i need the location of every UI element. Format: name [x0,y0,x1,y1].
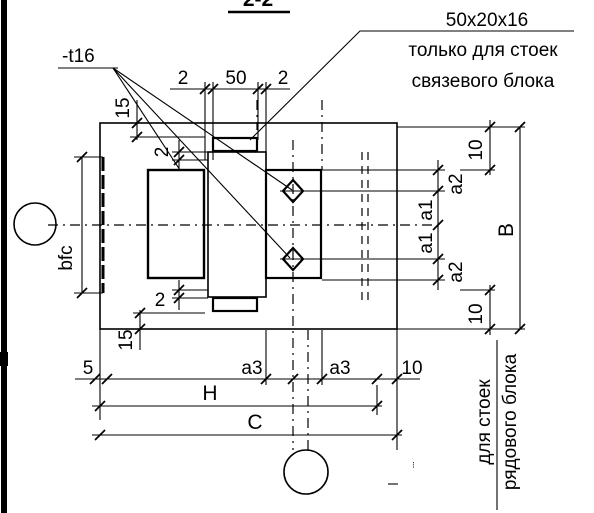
dim-a3-left: a3 [241,358,262,379]
frame-corner-mark [0,352,8,366]
tick-a-1 [432,164,444,176]
tick-2-lower-1 [173,284,185,296]
tick-C-right [391,429,403,441]
tick-15-top-1 [131,117,143,129]
tick-top-2 [207,83,219,95]
tick-B-top [514,121,526,133]
dim-10-bottom: 10 [466,303,487,324]
note-line-1: только для стоек [408,40,558,61]
plate-label: -t16 [62,46,95,67]
plate-leader-1 [112,67,181,171]
plate-leader-2 [112,67,293,191]
tick-2-upper-1 [173,146,185,158]
tick-a-5 [432,274,444,286]
stiffener-plate [207,151,267,298]
dim-C: C [247,411,262,434]
tick-a-4 [432,253,444,265]
tick-15-bottom-1 [134,307,146,319]
profile-bar-top [211,136,259,153]
tick-bottom-3 [260,373,272,385]
dim-bfc: bfc [56,245,77,270]
tick-2-lower-2 [173,292,185,304]
note-leader [249,30,400,141]
bolt-top [281,178,305,204]
dim-5: 5 [83,358,94,379]
tick-bfc-top [76,151,88,163]
section-title: 2-2 [243,0,273,11]
tick-H-left [94,400,106,412]
column-axis-circle-bottom [283,449,329,495]
profile-note: 50x20x16 [446,10,528,31]
dim-2-right: 2 [278,68,289,89]
tick-top-4 [260,83,272,95]
tick-top-1 [199,83,211,95]
tick-a-2 [432,185,444,197]
tick-15-bottom-2 [134,323,146,335]
tick-10-bottom-2 [484,323,496,335]
tick-bottom-1 [89,373,101,385]
tick-bottom-4 [287,373,299,385]
scan-speck: ⁝ [412,460,415,470]
tick-15-top-2 [131,131,143,143]
dim-a2-top: a2 [446,173,467,194]
dim-2-lower: 2 [155,290,166,311]
dim-15-top: 15 [113,97,134,118]
tick-C-left [94,429,106,441]
tick-bottom-2 [101,373,113,385]
tick-10-top-2 [484,164,496,176]
dim-a3-right: a3 [329,358,350,379]
tick-10-bottom-1 [484,284,496,296]
dim-B: B [495,223,518,237]
bolt-bottom [281,246,305,272]
tick-bottom-5 [316,373,328,385]
tick-top-3 [252,83,264,95]
tick-2-upper-2 [173,154,185,166]
dim-15-bottom: 15 [116,329,137,350]
tick-H-right [371,400,383,412]
dim-10-top: 10 [466,139,487,160]
column-axis-circle-left [13,202,57,246]
dim-10-right: 10 [401,358,422,379]
dim-50: 50 [225,68,246,89]
dim-a2-bottom: a2 [446,261,467,282]
base-plate-outline [99,122,398,330]
dim-a1-top: a1 [416,199,437,220]
dim-a1-bottom: a1 [416,232,437,253]
note-line-2: связевого блока [412,71,555,92]
plate-leader-3 [112,67,291,259]
column-web-block [146,168,206,280]
tick-bottom-6 [371,373,383,385]
side-note-line-2: рядового блока [500,353,521,490]
side-note-line-1: для стоек [474,379,495,465]
profile-bar-bottom [211,296,259,313]
dim-H: H [202,382,217,405]
tick-10-top-1 [484,121,496,133]
tick-bfc-bottom [76,287,88,299]
dim-2-upper: 2 [152,147,173,158]
dim-2-left: 2 [178,68,189,89]
tick-bottom-7 [391,373,403,385]
tick-a-3 [432,219,444,231]
